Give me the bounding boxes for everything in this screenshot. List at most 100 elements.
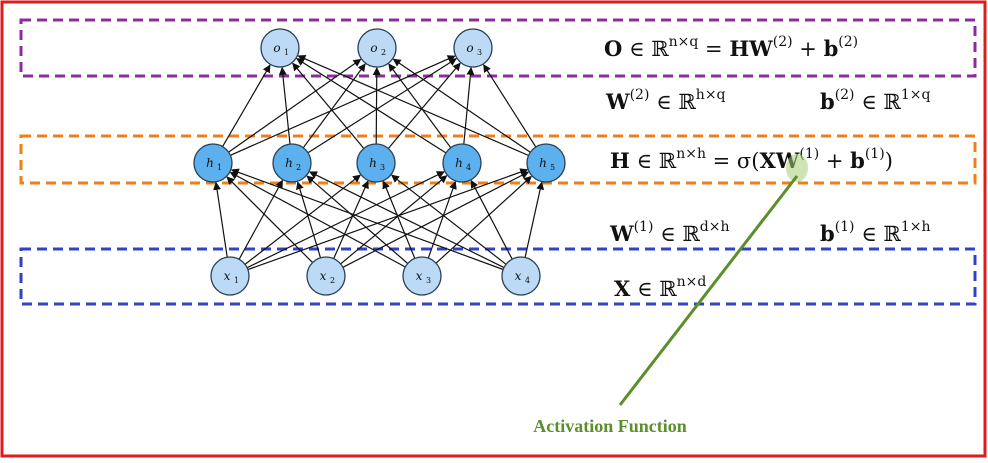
edge-input3-to-hidden1 [229, 171, 406, 268]
edge-hidden3-to-output3 [387, 62, 461, 149]
edge-input2-to-hidden2 [295, 181, 322, 258]
edge-input4-to-hidden5 [524, 181, 545, 258]
node-label: h [539, 156, 547, 170]
edge-hidden2-to-output2 [302, 63, 366, 149]
node-label: o [466, 41, 473, 55]
node-circle [356, 143, 396, 183]
annotation-pointer [618, 175, 799, 406]
edge-hidden5-to-output1 [297, 55, 529, 157]
edge-input4-to-hidden2 [309, 171, 505, 269]
edge-hidden3-to-output1 [292, 62, 365, 149]
edge-hidden1-to-output3 [230, 55, 456, 156]
node-subscript: 1 [234, 276, 239, 285]
input-equation: X ∈ ℝn×d [614, 274, 706, 301]
node-label: h [285, 156, 293, 170]
b1-equation: b(1) ∈ ℝ1×h [820, 219, 931, 246]
node-subscript: 2 [330, 276, 335, 285]
edge-input1-to-hidden3 [244, 174, 361, 265]
edge-hidden5-to-output2 [392, 58, 531, 153]
edge-input2-to-hidden1 [226, 176, 314, 264]
edge-hidden1-to-output1 [222, 64, 271, 147]
node-label: o [273, 41, 280, 55]
node-subscript: 3 [426, 276, 431, 285]
edge-input2-to-hidden4 [340, 175, 448, 265]
node-circle [193, 143, 233, 183]
output-equation: O ∈ ℝn×q = HW(2) + b(2) [604, 34, 858, 61]
edge-hidden4-to-output1 [296, 58, 447, 154]
edge-input3-to-hidden5 [435, 175, 532, 264]
edge-hidden1-to-output2 [228, 58, 362, 153]
edge-input4-to-hidden4 [470, 179, 513, 260]
edge-input3-to-hidden3 [382, 180, 416, 259]
node-subscript: 4 [466, 163, 471, 172]
node-label: o [370, 41, 377, 55]
edge-input1-to-hidden5 [247, 168, 529, 271]
node-label: x [320, 269, 327, 283]
edge-input1-to-hidden4 [246, 171, 445, 269]
node-circle [272, 143, 312, 183]
node-circle [442, 143, 482, 183]
node-subscript: 2 [381, 48, 386, 57]
edge-input2-to-hidden3 [333, 180, 369, 259]
edge-input1-to-hidden2 [238, 179, 283, 260]
output-layer-band [19, 18, 977, 78]
node-label: h [369, 156, 377, 170]
node-circle [306, 256, 346, 296]
annotation-label: Activation Function [533, 416, 687, 436]
node-label: x [515, 269, 522, 283]
w2-equation: W(2) ∈ ℝh×q [605, 87, 726, 114]
node-label: x [416, 269, 423, 283]
edge-hidden5-to-output3 [483, 64, 537, 148]
node-circle [260, 28, 300, 68]
node-circle [210, 256, 250, 296]
node-subscript: 3 [380, 163, 385, 172]
node-circle [526, 143, 566, 183]
edge-input3-to-hidden4 [427, 180, 457, 259]
node-label: x [224, 269, 231, 283]
node-subscript: 2 [296, 163, 301, 172]
connections [213, 55, 545, 271]
node-circle [357, 28, 397, 68]
edge-input2-to-hidden5 [342, 171, 530, 268]
node-subscript: 1 [284, 48, 289, 57]
edge-input4-to-hidden3 [391, 174, 507, 265]
edge-hidden3-to-output2 [372, 67, 381, 145]
edge-hidden4-to-output2 [388, 63, 452, 149]
hidden-layer-band [19, 134, 977, 185]
node-subscript: 4 [525, 276, 530, 285]
edge-hidden2-to-output3 [307, 58, 457, 154]
node-circle [402, 256, 442, 296]
edge-hidden4-to-output3 [463, 66, 475, 145]
edge-input4-to-hidden1 [230, 168, 504, 271]
node-circle [453, 28, 493, 68]
b2-equation: b(2) ∈ ℝ1×q [820, 87, 931, 114]
w1-equation: W(1) ∈ ℝd×h [609, 219, 730, 246]
node-circle [501, 256, 541, 296]
hidden-equation: H ∈ ℝn×h = σ(XW(1) + b(1)) [610, 146, 893, 173]
edge-input3-to-hidden2 [306, 175, 409, 264]
node-label: h [206, 156, 214, 170]
node-subscript: 5 [550, 163, 555, 172]
node-label: h [455, 156, 463, 170]
node-subscript: 3 [477, 48, 482, 57]
sigma-highlight [786, 154, 808, 182]
edge-input1-to-hidden1 [213, 181, 228, 258]
input-layer-band [19, 247, 977, 306]
edge-hidden2-to-output1 [278, 66, 291, 145]
